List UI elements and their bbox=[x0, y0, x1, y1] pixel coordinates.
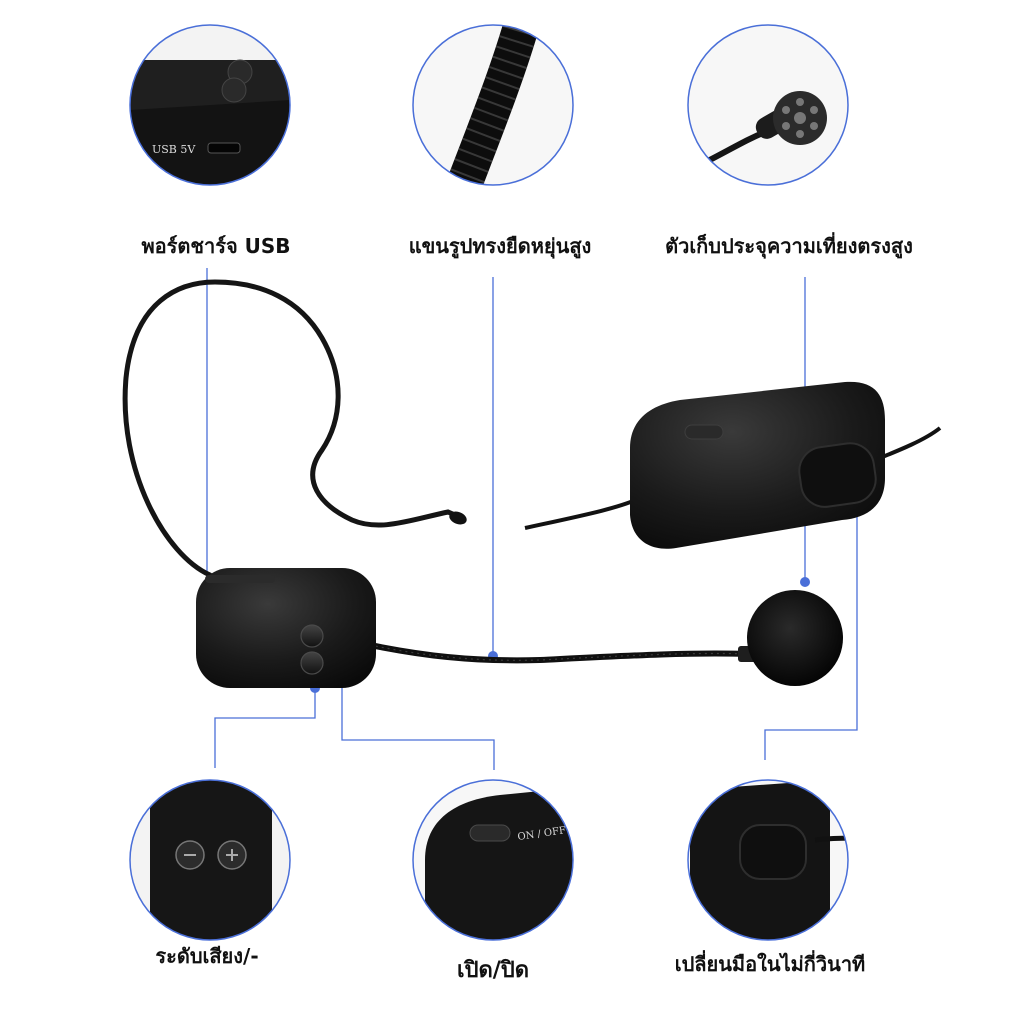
detail-power: ON / OFF bbox=[412, 779, 574, 941]
headset-secondary bbox=[524, 381, 942, 549]
caption-gooseneck: แขนรูปทรงยืดหยุ่นสูง bbox=[408, 234, 592, 258]
detail-switch bbox=[687, 779, 849, 941]
usb-marking: USB 5V bbox=[152, 143, 196, 156]
caption-volume: ระดับเสียง/- bbox=[155, 944, 259, 968]
detail-condenser bbox=[687, 24, 849, 186]
detail-gooseneck bbox=[412, 24, 574, 186]
caption-switch: เปลี่ยนมือในไม่กี่วินาที bbox=[674, 952, 866, 976]
headset-main bbox=[122, 279, 843, 688]
caption-power: เปิด/ปิด bbox=[456, 958, 530, 983]
caption-usb-port: พอร์ตชาร์จ USB bbox=[141, 234, 291, 258]
detail-usb-port: USB 5V bbox=[129, 24, 291, 186]
caption-condenser: ตัวเก็บประจุความเที่ยงตรงสูง bbox=[665, 234, 913, 258]
detail-volume bbox=[129, 779, 291, 941]
